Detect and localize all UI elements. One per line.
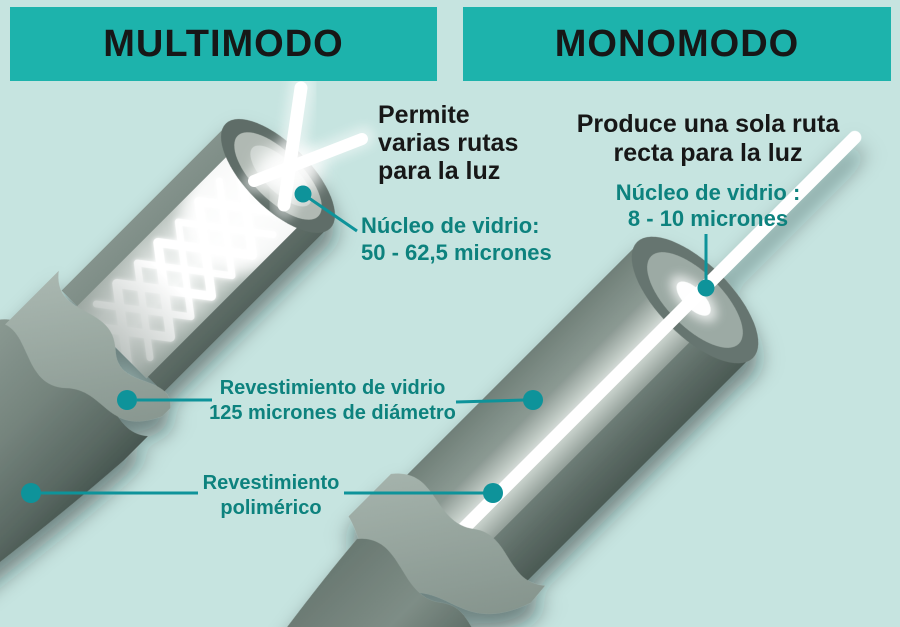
connector-dot-core-monomodo	[697, 279, 715, 297]
polymer-coating-label: Revestimiento polimérico	[196, 471, 346, 521]
multimodo-core-label-line-2: 50 - 62,5 micrones	[361, 240, 552, 265]
multimodo-description: Permite varias rutas para la luz	[378, 101, 518, 185]
glass-cladding-label-line-2: 125 micrones de diámetro	[209, 402, 456, 424]
connectors	[21, 185, 715, 503]
connector-dot-cladding-right	[523, 390, 543, 410]
light-beam	[248, 133, 368, 187]
connector-dot-core-multimodo	[294, 185, 312, 203]
connector-line-cladding-right	[455, 398, 525, 404]
connector-dot-coating-left	[21, 483, 41, 503]
monomodo-core-label: Núcleo de vidrio : 8 - 10 micrones	[558, 180, 858, 232]
monomodo-description: Produce una sola ruta recta para la luz	[558, 110, 858, 168]
multimodo-core-label: Núcleo de vidrio: 50 - 62,5 micrones	[361, 212, 552, 266]
monomodo-description-line-1: Produce una sola ruta	[576, 110, 840, 138]
glass-cladding-label-line-1: Revestimiento de vidrio	[219, 377, 446, 399]
connector-dot-cladding-left	[117, 390, 137, 410]
multimode-light-beams	[241, 73, 375, 220]
multimodo-description-line-3: para la luz	[378, 157, 501, 185]
monomodo-description-line-2: recta para la luz	[613, 139, 803, 167]
monomodo-core-label-line-2: 8 - 10 micrones	[627, 206, 789, 231]
header-bar-monomodo: MONOMODO	[463, 7, 891, 81]
singlemode-polymer-jacket	[181, 538, 498, 627]
light-beam	[449, 130, 862, 543]
polymer-coating-label-line-1: Revestimiento	[202, 472, 340, 494]
monomodo-core-label-line-1: Núcleo de vidrio :	[615, 180, 801, 205]
multimode-glass-cladding-collar	[5, 270, 171, 422]
glass-cladding-label: Revestimiento de vidrio 125 micrones de …	[205, 376, 460, 426]
connector-line-core-multimodo	[302, 192, 358, 233]
multimodo-core-label-line-1: Núcleo de vidrio:	[361, 213, 540, 238]
title-multimodo: MULTIMODO	[103, 23, 344, 65]
multimodo-description-line-2: varias rutas	[378, 129, 519, 157]
light-beam	[277, 81, 308, 212]
multimodo-description-line-1: Permite	[378, 101, 470, 129]
channel-depth-shade	[75, 246, 208, 379]
title-monomodo: MONOMODO	[554, 23, 800, 65]
header-bar-multimodo: MULTIMODO	[10, 7, 437, 81]
connector-dot-coating-right	[483, 483, 503, 503]
multimode-polymer-jacket	[0, 319, 148, 627]
polymer-coating-label-line-2: polimérico	[220, 497, 322, 519]
